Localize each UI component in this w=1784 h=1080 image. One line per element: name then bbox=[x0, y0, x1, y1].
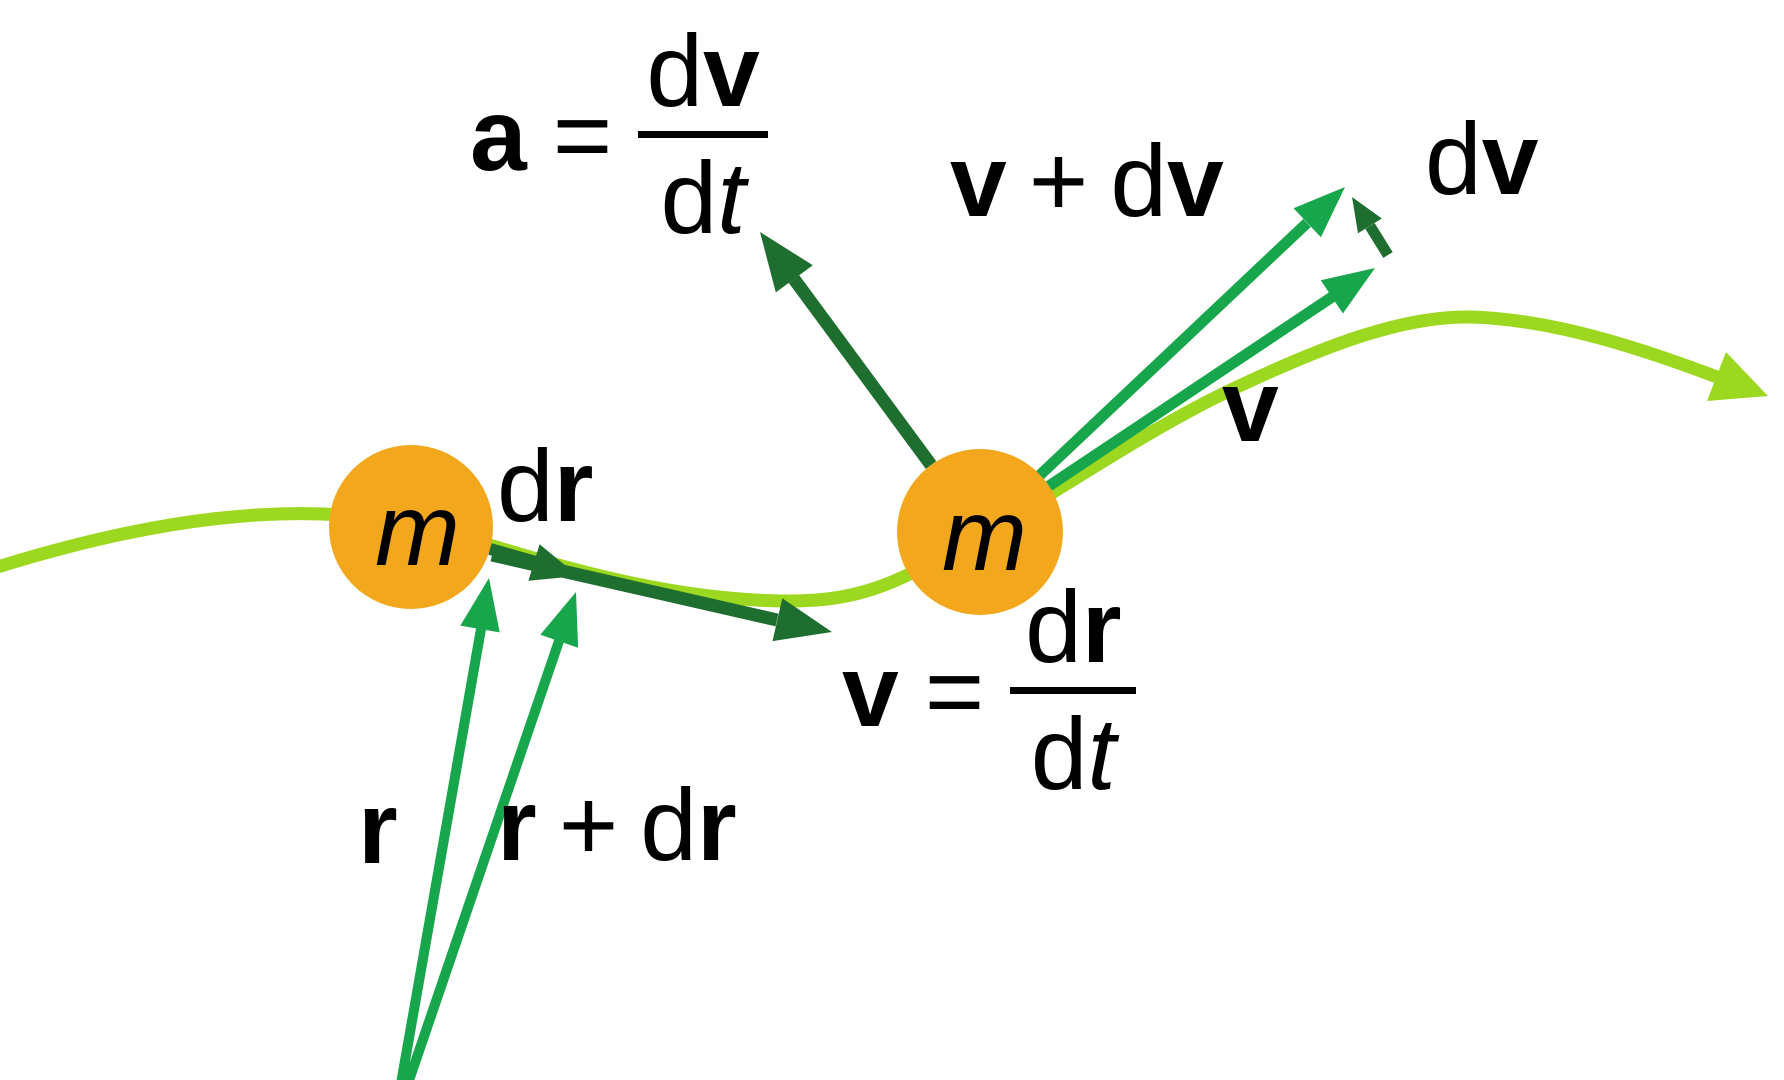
vector-r-plus-dr-shaft bbox=[403, 639, 564, 1080]
label-r: r bbox=[358, 777, 398, 879]
velocity-formula-numerator: dr bbox=[1017, 576, 1129, 678]
vector-r-arrow bbox=[396, 578, 500, 1080]
label-r-plus-dr-r2: r bbox=[697, 768, 737, 882]
label-r-plus-dr-plus: + bbox=[558, 768, 619, 882]
mass2-label-text: m bbox=[942, 478, 1027, 592]
vector-v-arrowhead-icon bbox=[1320, 268, 1375, 314]
label-dv-v: v bbox=[1481, 102, 1539, 216]
velocity-num-r: r bbox=[1081, 570, 1122, 684]
acceleration-fraction-bar bbox=[638, 131, 768, 138]
label-v: v bbox=[1222, 355, 1279, 457]
acceleration-num-v: v bbox=[703, 14, 760, 128]
vector-dv-arrow bbox=[1352, 197, 1393, 258]
label-v-plus-dv: v+dv bbox=[950, 130, 1224, 232]
vector-v-plus-dv-shaft bbox=[1036, 219, 1311, 479]
vector-r-plus-dr-arrowhead-icon bbox=[540, 592, 579, 648]
velocity-formula-denominator: dt bbox=[1023, 703, 1124, 805]
label-dr-d: d bbox=[497, 429, 554, 543]
mass1-label: m bbox=[375, 479, 460, 581]
label-r-plus-dr: r+dr bbox=[497, 774, 737, 876]
label-dr-r: r bbox=[553, 429, 594, 543]
trajectory-curve bbox=[0, 310, 1768, 608]
acceleration-num-d: d bbox=[646, 14, 704, 128]
label-r-plus-dr-d: d bbox=[640, 768, 698, 882]
vector-v-plus-dv-arrow bbox=[1036, 187, 1345, 479]
label-v-plus-dv-d: d bbox=[1110, 124, 1168, 238]
label-v-plus-dv-v: v bbox=[950, 124, 1007, 238]
vector-dv-arrowhead-icon bbox=[1352, 197, 1382, 234]
velocity-den-t: t bbox=[1087, 697, 1116, 811]
acceleration-formula-equals: = bbox=[552, 77, 613, 192]
label-dr: dr bbox=[497, 435, 593, 537]
acceleration-den-t: t bbox=[717, 141, 746, 255]
velocity-formula: v = dr dt bbox=[842, 576, 1137, 805]
vector-velocity-mass1-arrow bbox=[490, 548, 832, 642]
acceleration-den-d: d bbox=[660, 141, 718, 255]
acceleration-formula-numerator: dv bbox=[638, 20, 767, 122]
vector-v-plus-dv-arrowhead-icon bbox=[1293, 187, 1345, 238]
vector-dv-shaft bbox=[1365, 223, 1393, 258]
trajectory-arrowhead-icon bbox=[1707, 352, 1768, 401]
label-r-text: r bbox=[358, 771, 398, 885]
mass1-circle bbox=[329, 445, 493, 609]
acceleration-formula-denominator: dt bbox=[653, 147, 754, 249]
vector-velocity-mass1-arrowhead-icon bbox=[772, 598, 832, 642]
velocity-formula-lhs: v bbox=[842, 633, 899, 748]
acceleration-formula: a = dv dt bbox=[470, 20, 768, 249]
vector-velocity-mass1-shaft bbox=[490, 548, 779, 627]
vector-v-shaft bbox=[1045, 292, 1336, 491]
label-v-plus-dv-v2: v bbox=[1167, 124, 1224, 238]
label-dv-d: d bbox=[1425, 102, 1482, 216]
vector-acceleration-arrowhead-icon bbox=[760, 232, 813, 293]
velocity-fraction-bar bbox=[1010, 687, 1137, 694]
vector-r-shaft bbox=[396, 628, 486, 1080]
label-v-text: v bbox=[1222, 349, 1279, 463]
acceleration-formula-fraction: dv dt bbox=[638, 20, 768, 249]
vector-v-arrow bbox=[1045, 268, 1375, 491]
label-v-plus-dv-plus: + bbox=[1028, 124, 1089, 238]
velocity-num-d: d bbox=[1025, 570, 1082, 684]
acceleration-formula-lhs: a bbox=[470, 77, 527, 192]
vector-r-plus-dr-arrow bbox=[403, 592, 579, 1080]
vector-acceleration-shaft bbox=[788, 275, 937, 469]
velocity-formula-equals: = bbox=[924, 633, 985, 748]
velocity-den-d: d bbox=[1030, 697, 1088, 811]
mass1-label-text: m bbox=[375, 473, 460, 587]
label-dv: dv bbox=[1425, 108, 1538, 210]
mass2-circle bbox=[897, 449, 1063, 615]
label-r-plus-dr-r: r bbox=[497, 768, 537, 882]
mass2-label: m bbox=[942, 484, 1027, 586]
velocity-formula-fraction: dr dt bbox=[1010, 576, 1137, 805]
vector-r-arrowhead-icon bbox=[460, 578, 500, 633]
vector-acceleration-arrow bbox=[760, 232, 937, 469]
